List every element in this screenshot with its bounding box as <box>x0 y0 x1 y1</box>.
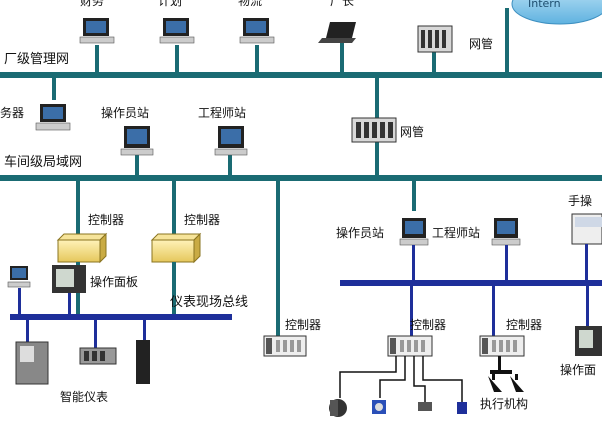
drop-line <box>68 293 71 316</box>
cloud-label: Intern <box>528 0 561 10</box>
operator-station-icon <box>120 126 154 156</box>
instrument-bus-label: 仪表现场总线 <box>170 295 249 310</box>
smart-instrument-3-icon <box>136 340 150 384</box>
right-controller-a-label: 控制器 <box>410 318 447 332</box>
operator-panel-label: 操作面板 <box>90 275 139 289</box>
top-label-director: 厂长 <box>330 0 355 8</box>
factory-bus-label: 厂级管理网 <box>4 52 70 67</box>
small-pc-icon <box>7 266 31 288</box>
workshop-gateway-icon <box>351 117 397 143</box>
right-operator-label: 操作员站 <box>336 226 385 240</box>
logistics-computer-icon <box>239 18 275 44</box>
factory-management-bus <box>0 8 602 120</box>
right-engineer-label: 工程师站 <box>432 226 481 240</box>
smart-instrument-2-icon <box>79 347 117 365</box>
controller-a-label: 控制器 <box>88 213 125 227</box>
actuator-label: 执行机构 <box>480 397 529 411</box>
top-label-logistics: 物流 <box>238 0 263 8</box>
smart-instrument-1-icon <box>15 341 49 385</box>
actuator-arrows <box>488 356 524 392</box>
right-panel-icon <box>575 326 602 356</box>
controller-b-label: 控制器 <box>184 213 221 227</box>
right-field-bus <box>340 244 602 336</box>
sensor-wires <box>339 356 463 402</box>
internet-cloud-icon <box>511 0 602 25</box>
right-controller-b-label: 控制器 <box>506 318 543 332</box>
right-engineer-station-icon <box>491 218 521 246</box>
right-controller-b-icon <box>479 335 525 357</box>
controller-mid-icon <box>263 335 307 357</box>
operator-station-label: 操作员站 <box>101 106 150 120</box>
controller-a-icon <box>56 232 108 264</box>
gateway-rack-icon <box>417 25 453 53</box>
smart-instruments-label: 智能仪表 <box>60 390 109 404</box>
handheld-terminal-icon <box>571 213 602 245</box>
top-label-finance: 财务 <box>80 0 105 8</box>
small-sensor-icon <box>457 402 467 414</box>
right-controller-a-icon <box>387 335 433 357</box>
encoder-icon <box>372 400 386 414</box>
engineer-station-label: 工程师站 <box>198 106 247 120</box>
workshop-bus-label: 车间级局域网 <box>4 155 83 170</box>
workshop-lan-bus <box>0 140 602 336</box>
field-bus-left <box>10 314 232 348</box>
right-operator-station-icon <box>399 218 429 246</box>
top-gateway-label: 网管 <box>469 37 494 51</box>
engineer-station-icon <box>214 126 248 156</box>
handheld-label: 手操 <box>568 194 593 208</box>
server-computer-icon <box>35 104 71 131</box>
motor-icon <box>329 399 347 417</box>
right-panel-label: 操作面 <box>560 363 597 377</box>
drop-line <box>18 288 21 316</box>
drop-line <box>172 262 176 315</box>
sensor-icon <box>418 402 432 411</box>
finance-computer-icon <box>79 18 115 44</box>
server-label: 务器 <box>0 106 25 120</box>
plan-computer-icon <box>159 18 195 44</box>
laptop-icon <box>318 22 356 43</box>
controller-mid-label: 控制器 <box>285 318 322 332</box>
controller-b-icon <box>150 232 202 264</box>
operator-panel-icon <box>52 265 86 293</box>
top-label-plan: 计划 <box>158 0 183 8</box>
workshop-gateway-label: 网管 <box>400 125 425 139</box>
